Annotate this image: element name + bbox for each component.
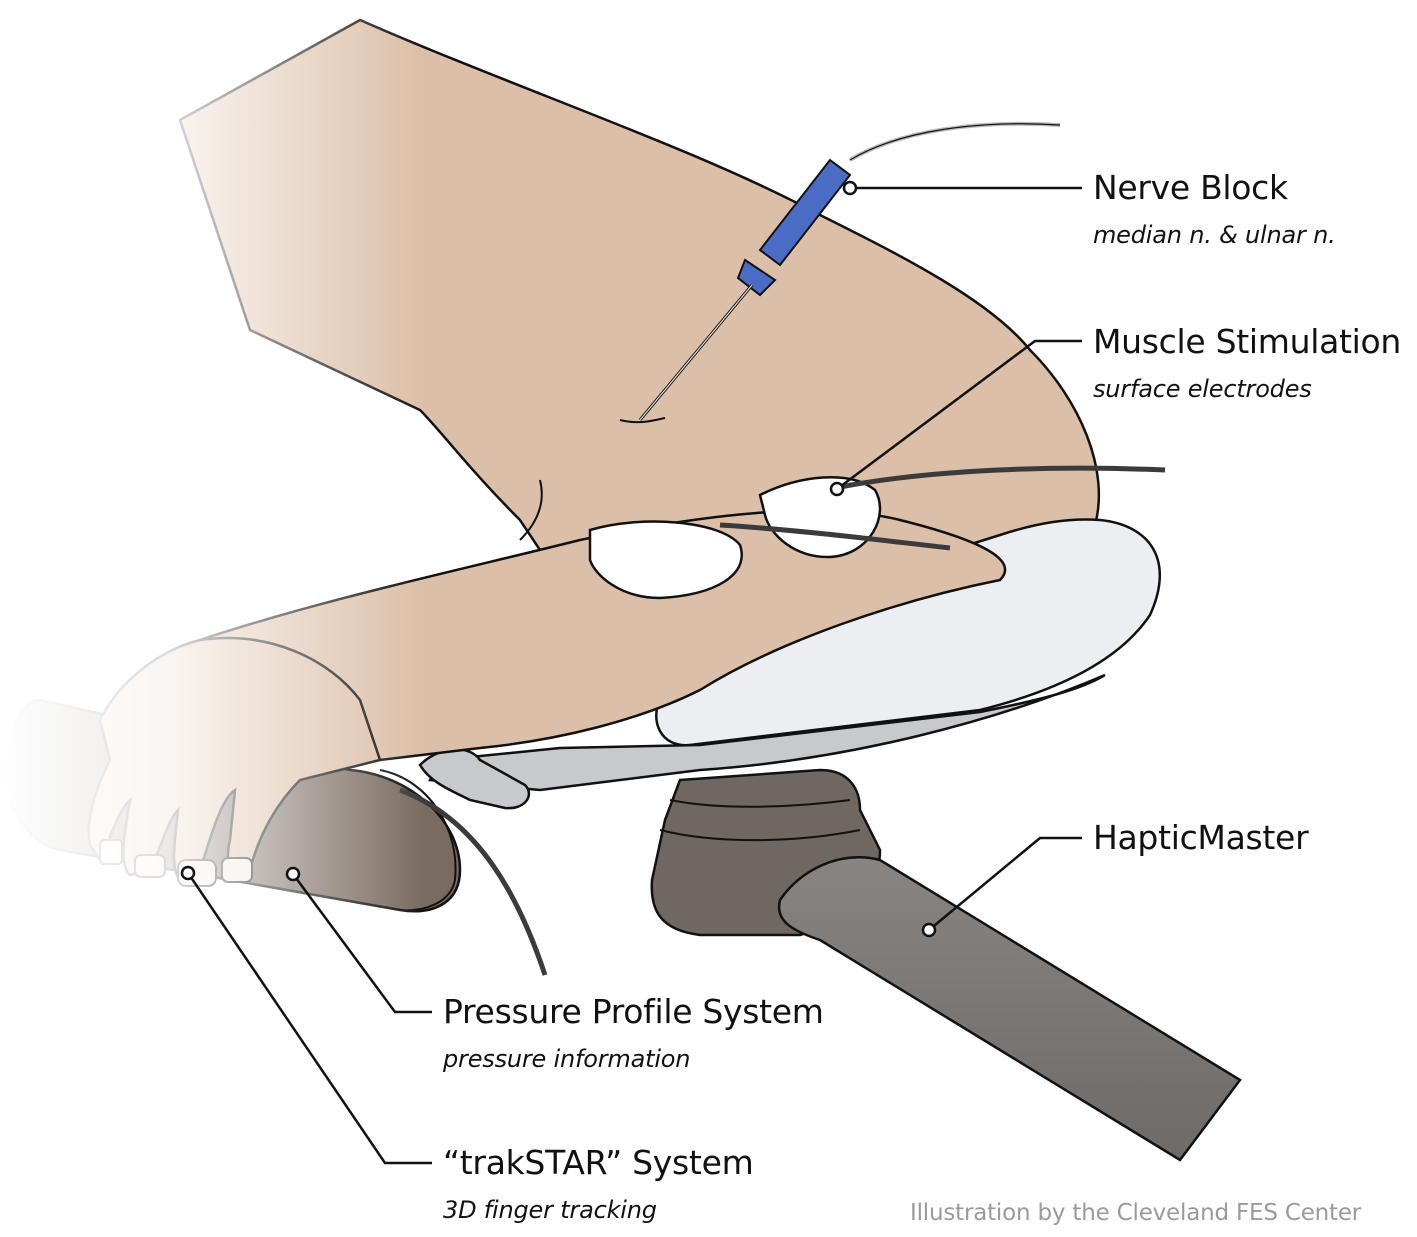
label-pressure-profile: Pressure Profile System pressure informa… <box>443 992 824 1074</box>
label-nerve-block: Nerve Block median n. & ulnar n. <box>1093 168 1336 250</box>
leader-lines <box>186 186 1082 1165</box>
label-haptic-master-title: HapticMaster <box>1093 818 1309 857</box>
label-pressure-profile-subtitle: pressure information <box>443 1045 691 1073</box>
illustration-credit: Illustration by the Cleveland FES Center <box>910 1200 1362 1226</box>
label-trakstar: “trakSTAR” System 3D finger tracking <box>443 1143 754 1225</box>
label-trakstar-title: “trakSTAR” System <box>443 1143 754 1182</box>
label-muscle-stimulation-title: Muscle Stimulation <box>1093 322 1402 361</box>
label-haptic-master: HapticMaster <box>1093 818 1309 858</box>
label-muscle-stimulation-subtitle: surface electrodes <box>1093 375 1312 403</box>
leader-pressure-profile <box>291 873 432 1014</box>
leader-haptic-master <box>928 836 1082 931</box>
label-pressure-profile-title: Pressure Profile System <box>443 992 824 1031</box>
label-trakstar-subtitle: 3D finger tracking <box>443 1196 657 1224</box>
leader-trakstar <box>186 872 432 1165</box>
label-nerve-block-subtitle: median n. & ulnar n. <box>1093 221 1336 249</box>
label-muscle-stimulation: Muscle Stimulation surface electrodes <box>1093 322 1401 404</box>
leader-dots <box>180 180 937 938</box>
label-nerve-block-title: Nerve Block <box>1093 168 1288 207</box>
leader-muscle-stimulation <box>836 339 1082 491</box>
